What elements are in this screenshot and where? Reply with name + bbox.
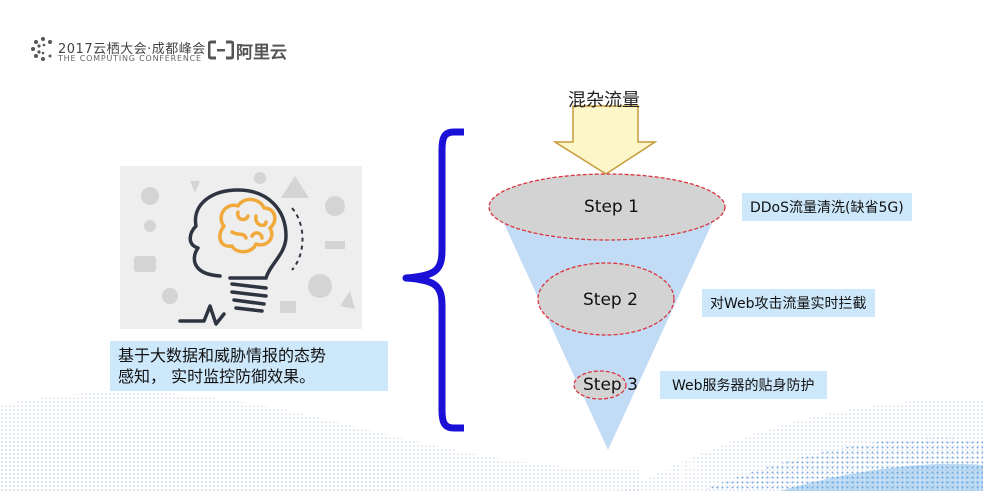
conference-subtitle: THE COMPUTING CONFERENCE	[58, 54, 202, 63]
caption-line-1: 基于大数据和威胁情报的态势	[118, 346, 327, 365]
step-2-note: 对Web攻击流量实时拦截	[702, 289, 875, 317]
computing-conference-logo	[31, 37, 52, 61]
aliyun-brand-name: 阿里云	[236, 43, 287, 63]
step-3-label: Step 3	[583, 375, 638, 395]
mixed-traffic-label: 混杂流量	[568, 90, 640, 111]
step-3-ellipse	[573, 370, 627, 400]
step-1-ellipse	[488, 173, 726, 241]
conference-title: 2017云栖大会·成都峰会	[58, 42, 206, 57]
step-1-note: DDoS流量清洗(缺省5G)	[742, 193, 912, 221]
head-brain-bulb-icon	[120, 166, 362, 329]
curly-bracket	[402, 128, 464, 432]
step-2-label: Step 2	[583, 290, 638, 310]
step-3-note: Web服务器的贴身防护	[660, 371, 827, 399]
step-2-ellipse	[537, 262, 675, 336]
down-arrow	[552, 105, 658, 175]
watermark-text: 云栖	[646, 458, 707, 488]
aliyun-logo	[208, 40, 234, 60]
caption-line-2: 感知， 实时监控防御效果。	[118, 367, 316, 386]
step-1-label: Step 1	[584, 197, 639, 217]
situational-awareness-caption: 基于大数据和威胁情报的态势 感知， 实时监控防御效果。	[110, 341, 388, 391]
filtering-funnel-diagram	[488, 105, 726, 450]
